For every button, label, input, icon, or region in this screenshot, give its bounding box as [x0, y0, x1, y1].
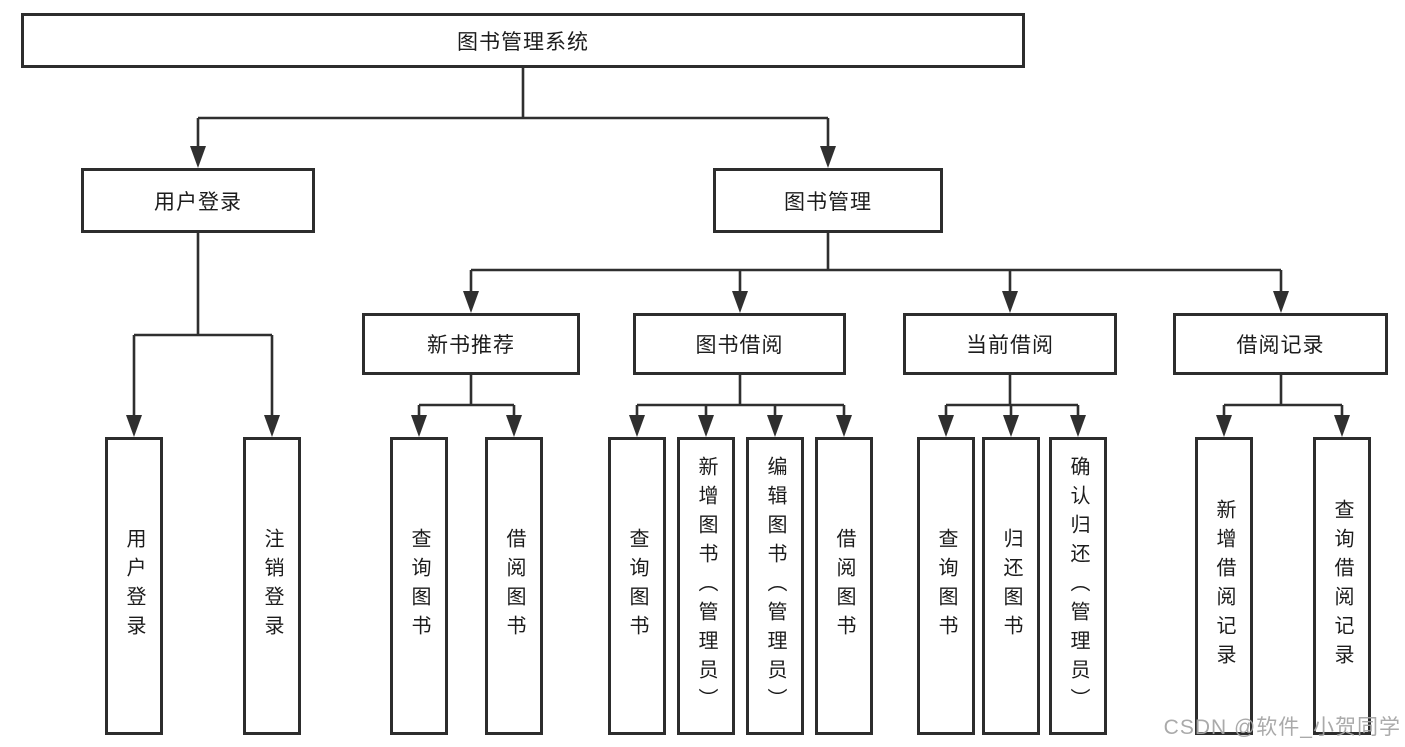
node-add-borrow-record: 新增借阅记录 [1195, 437, 1253, 735]
node-return-books-label: 归还图书 [1000, 528, 1022, 644]
node-confirm-return-admin: 确认归还（管理员） [1049, 437, 1107, 735]
node-book-management: 图书管理 [713, 168, 943, 233]
node-add-borrow-record-label: 新增借阅记录 [1213, 499, 1235, 673]
csdn-watermark: CSDN @软件_小贺同学 [1163, 716, 1401, 739]
node-logout: 注销登录 [243, 437, 301, 735]
node-borrow-books-leaf: 借阅图书 [815, 437, 873, 735]
node-new-book-recommend: 新书推荐 [362, 313, 580, 375]
node-query-books-current-label: 查询图书 [935, 528, 957, 644]
node-logout-label: 注销登录 [261, 528, 283, 644]
node-query-books-current: 查询图书 [917, 437, 975, 735]
node-query-books-recommend: 查询图书 [390, 437, 448, 735]
node-confirm-return-admin-label: 确认归还（管理员） [1067, 455, 1089, 717]
node-query-borrow-record-label: 查询借阅记录 [1331, 499, 1353, 673]
node-borrow-books-recommend: 借阅图书 [485, 437, 543, 735]
node-library-system: 图书管理系统 [21, 13, 1025, 68]
node-return-books: 归还图书 [982, 437, 1040, 735]
node-current-borrowing: 当前借阅 [903, 313, 1117, 375]
node-query-books-borrowing: 查询图书 [608, 437, 666, 735]
node-user-login-leaf-label: 用户登录 [123, 528, 145, 644]
node-borrow-records: 借阅记录 [1173, 313, 1388, 375]
node-add-book-admin: 新增图书（管理员） [677, 437, 735, 735]
node-query-books-recommend-label: 查询图书 [408, 528, 430, 644]
node-book-borrowing: 图书借阅 [633, 313, 846, 375]
node-edit-book-admin: 编辑图书（管理员） [746, 437, 804, 735]
node-add-book-admin-label: 新增图书（管理员） [695, 455, 717, 717]
node-query-borrow-record: 查询借阅记录 [1313, 437, 1371, 735]
node-query-books-borrowing-label: 查询图书 [626, 528, 648, 644]
node-edit-book-admin-label: 编辑图书（管理员） [764, 455, 786, 717]
node-borrow-books-recommend-label: 借阅图书 [503, 528, 525, 644]
node-user-login-leaf: 用户登录 [105, 437, 163, 735]
node-user-login: 用户登录 [81, 168, 315, 233]
node-borrow-books-leaf-label: 借阅图书 [833, 528, 855, 644]
